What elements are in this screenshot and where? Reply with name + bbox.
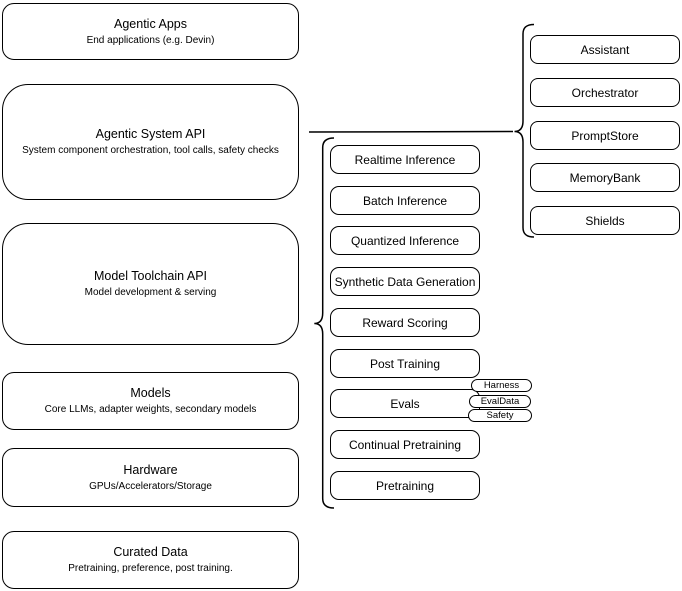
box-title: Curated Data <box>113 545 188 559</box>
box-realtime-inference: Realtime Inference <box>330 145 480 174</box>
box-quantized-inference: Quantized Inference <box>330 226 480 255</box>
brace-system-components-group <box>514 23 535 238</box>
box-label: Assistant <box>580 42 630 57</box>
box-subtitle: GPUs/Accelerators/Storage <box>89 480 212 492</box>
box-orchestrator: Orchestrator <box>530 78 680 107</box>
box-label: Continual Pretraining <box>348 437 462 452</box>
box-label: Pretraining <box>375 478 435 493</box>
box-shields: Shields <box>530 206 680 235</box>
box-curated-data: Curated Data Pretraining, preference, po… <box>2 531 299 589</box>
box-label: Post Training <box>369 356 441 371</box>
box-title: Hardware <box>123 462 178 477</box>
box-label: Quantized Inference <box>350 233 460 248</box>
box-model-toolchain-api: Model Toolchain API Model development & … <box>2 223 299 345</box>
box-subtitle: Core LLMs, adapter weights, secondary mo… <box>44 404 257 415</box>
box-subtitle: Pretraining, preference, post training. <box>68 563 233 574</box>
tag-harness: Harness <box>471 379 532 392</box>
box-label: PromptStore <box>571 128 639 143</box>
box-models: Models Core LLMs, adapter weights, secon… <box>2 372 299 430</box>
box-continual-pretraining: Continual Pretraining <box>330 430 480 459</box>
box-title: Agentic Apps <box>114 16 187 31</box>
tag-label: Safety <box>486 410 514 421</box>
box-label: MemoryBank <box>569 170 641 185</box>
box-batch-inference: Batch Inference <box>330 186 480 215</box>
box-label: Reward Scoring <box>362 315 448 330</box>
box-reward-scoring: Reward Scoring <box>330 308 480 337</box>
box-promptstore: PromptStore <box>530 121 680 150</box>
box-post-training: Post Training <box>330 349 480 378</box>
box-subtitle: System component orchestration, tool cal… <box>22 145 279 156</box>
box-label: Orchestrator <box>571 85 639 100</box>
box-title: Models <box>130 386 171 400</box>
box-evals: Evals <box>330 389 480 418</box>
box-agentic-system-api: Agentic System API System component orch… <box>2 84 299 200</box>
box-label: Realtime Inference <box>354 152 456 167</box>
box-label: Batch Inference <box>362 193 448 208</box>
box-subtitle: Model development & serving <box>84 287 217 298</box>
tag-evaldata: EvalData <box>469 395 531 408</box>
box-memorybank: MemoryBank <box>530 163 680 192</box>
box-assistant: Assistant <box>530 35 680 64</box>
connector-system-api-line <box>308 130 514 133</box>
box-pretraining: Pretraining <box>330 471 480 500</box>
tag-safety: Safety <box>468 409 532 422</box>
brace-toolchain-group <box>314 137 335 509</box>
box-hardware: Hardware GPUs/Accelerators/Storage <box>2 448 299 507</box>
box-synthetic-data-generation: Synthetic Data Generation <box>330 267 480 296</box>
box-label: Synthetic Data Generation <box>334 274 476 289</box>
box-title: Agentic System API <box>95 127 206 141</box>
box-label: Shields <box>585 213 625 228</box>
tag-label: EvalData <box>480 396 520 407</box>
box-title: Model Toolchain API <box>93 269 208 283</box>
box-agentic-apps: Agentic Apps End applications (e.g. Devi… <box>2 3 299 60</box>
box-label: Evals <box>390 396 420 411</box>
box-subtitle: End applications (e.g. Devin) <box>86 34 215 46</box>
tag-label: Harness <box>483 380 520 391</box>
